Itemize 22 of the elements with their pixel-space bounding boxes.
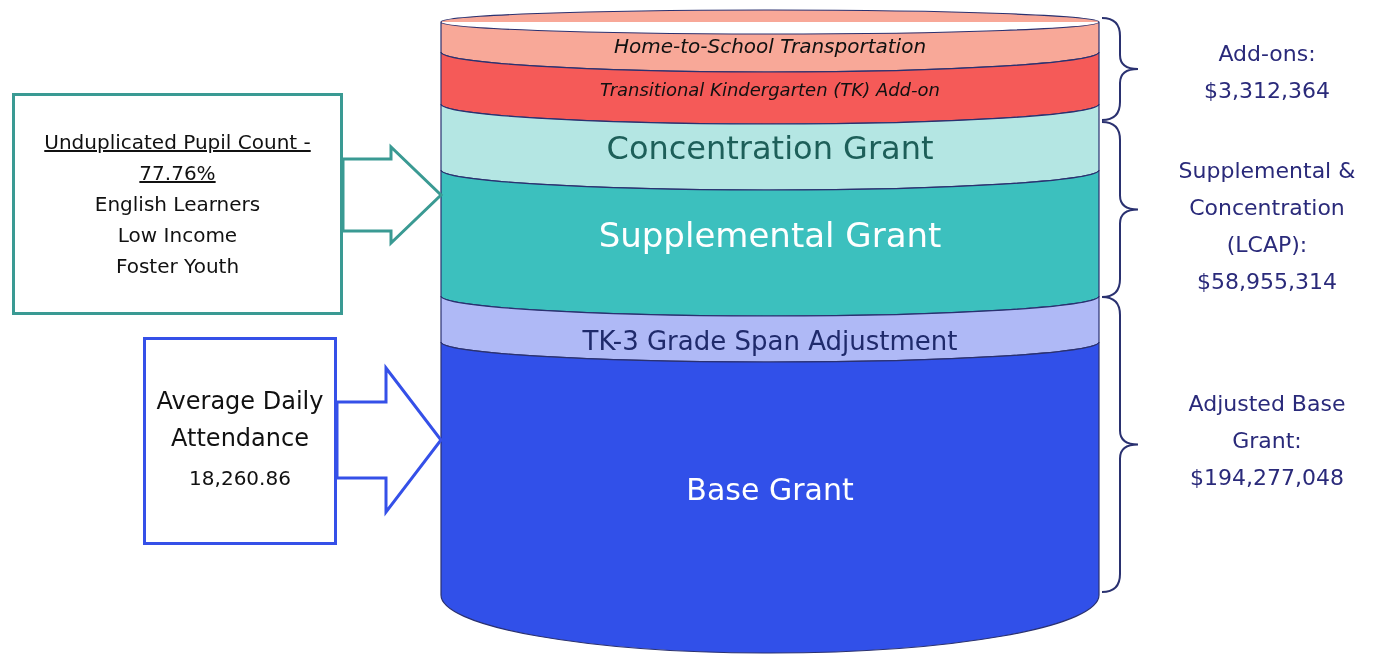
callout-box: [143, 337, 337, 545]
amount-label: Add-ons: $3,312,364: [1203, 40, 1331, 105]
callout-text: English Learners: [94, 190, 261, 218]
amount-label: Adjusted Base Grant: $194,277,048: [1187, 390, 1347, 492]
layer-label: Home-to-School Transportation: [612, 34, 928, 58]
layer-label: Transitional Kindergarten (TK) Add-on: [599, 79, 941, 101]
callout-text: Average Daily Attendance: [155, 386, 325, 454]
cylinder-layer: [441, 104, 1099, 190]
layer-label: TK-3 Grade Span Adjustment: [581, 326, 959, 358]
callout-text: 18,260.86: [189, 465, 291, 492]
layer-label: Concentration Grant: [605, 128, 935, 168]
cylinder-layer: [441, 170, 1099, 316]
block-arrow: [341, 143, 444, 247]
callout-text: Low Income: [117, 221, 238, 249]
layer-label: Supplemental Grant: [597, 214, 943, 256]
layer-label: Base Grant: [685, 472, 855, 508]
cylinder-layer: [441, 10, 1099, 72]
callout-box: [12, 93, 343, 315]
callout-text: Foster Youth: [115, 252, 240, 280]
callout-text: Unduplicated Pupil Count - 77.76%: [43, 128, 312, 187]
block-arrow: [335, 363, 443, 517]
amount-label: Supplemental & Concentration (LCAP): $58,955,314: [1177, 157, 1357, 296]
